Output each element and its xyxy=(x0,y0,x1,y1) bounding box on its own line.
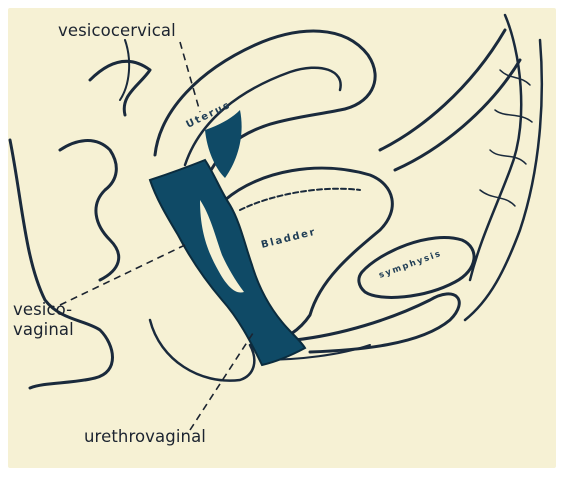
fascia-septum xyxy=(150,160,305,365)
vesicocervical-label: vesicocervical xyxy=(58,21,176,41)
upper-left-curve xyxy=(90,61,150,115)
vesicovaginal-label-line2: vaginal xyxy=(13,320,74,340)
rectum-outline xyxy=(60,141,119,280)
perineum-outline xyxy=(295,294,459,352)
posterior-outline xyxy=(10,140,113,388)
vesicocervical-leader xyxy=(180,42,200,112)
bladder-label: Bladder xyxy=(260,227,317,251)
vesicovaginal-label-line1: vesico- xyxy=(13,300,72,320)
vesicovaginal-leader xyxy=(60,245,185,305)
abdominal-wall xyxy=(380,30,520,170)
urethrovaginal-label: urethrovaginal xyxy=(84,427,206,447)
